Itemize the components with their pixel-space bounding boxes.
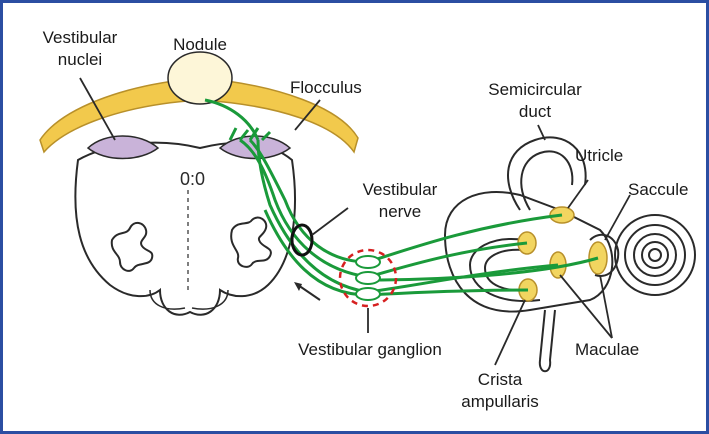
ventricle-mark: 0:0 xyxy=(180,169,205,189)
direction-arrow xyxy=(298,285,320,300)
label-crista-ampullaris-line2: ampullaris xyxy=(445,392,555,411)
ganglion-cells xyxy=(356,256,380,300)
label-saccule: Saccule xyxy=(628,180,688,199)
label-semicircular-duct-line2: duct xyxy=(470,102,600,121)
label-crista-ampullaris-line1: Crista xyxy=(445,370,555,389)
cochlea xyxy=(615,215,695,295)
label-vestibular-nuclei-line1: Vestibular xyxy=(30,28,130,47)
label-semicircular-duct-line1: Semicircular xyxy=(470,80,600,99)
label-nodule: Nodule xyxy=(155,35,245,54)
arrow-head xyxy=(294,282,302,291)
label-maculae: Maculae xyxy=(575,340,639,359)
sensory-patches xyxy=(518,207,607,301)
label-vestibular-nerve-line1: Vestibular xyxy=(345,180,455,199)
label-vestibular-nerve-line2: nerve xyxy=(345,202,455,221)
label-flocculus: Flocculus xyxy=(290,78,362,97)
label-utricle: Utricle xyxy=(575,146,623,165)
nodule-shape xyxy=(168,52,232,104)
label-vestibular-nuclei-line2: nuclei xyxy=(30,50,130,69)
label-vestibular-ganglion: Vestibular ganglion xyxy=(255,340,485,359)
